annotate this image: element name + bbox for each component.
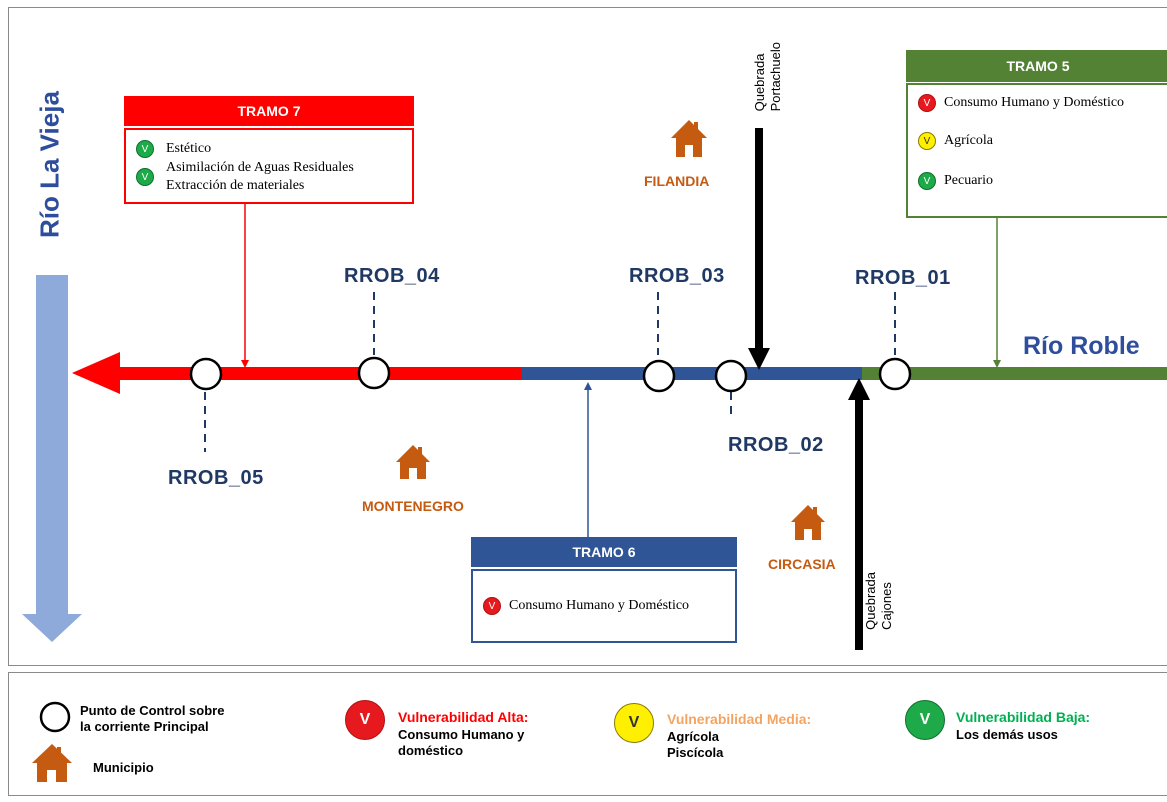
- tramo6-use-1: Consumo Humano y Doméstico: [509, 598, 690, 613]
- control-point-rrob02: [714, 359, 748, 393]
- rio-la-vieja-label: Río La Vieja: [34, 91, 65, 239]
- control-point-rrob05: [189, 357, 223, 391]
- badge-baja-icon: V: [918, 172, 936, 190]
- tramo7-box: V Estético V Asimilación de Aguas Residu…: [124, 128, 414, 204]
- portachuelo-arrowhead: [748, 348, 770, 370]
- legend: [8, 672, 1167, 796]
- legend-control-point-icon: [39, 701, 71, 733]
- legend-alta-icon: V: [345, 700, 385, 740]
- tramo5-header: TRAMO 5: [906, 50, 1167, 82]
- rio-la-vieja-arrowhead: [22, 614, 82, 642]
- tramo7-header: TRAMO 7: [124, 96, 414, 126]
- tramo7-river-segment: [118, 367, 522, 380]
- legend-baja-title: Vulnerabilidad Baja:: [956, 709, 1091, 725]
- control-point-rrob03: [642, 359, 676, 393]
- cajones-stream: [855, 398, 863, 650]
- portachuelo-stream: [755, 128, 763, 350]
- station-label-rrob01: RROB_01: [855, 267, 951, 289]
- legend-media-icon: V: [614, 703, 654, 743]
- rio-roble-arrowhead: [72, 352, 120, 394]
- badge-baja-icon: V: [136, 140, 154, 158]
- legend-baja-desc: Los demás usos: [956, 727, 1058, 742]
- legend-media-desc: Agrícola Piscícola: [667, 729, 724, 760]
- town-label-montenegro: MONTENEGRO: [362, 498, 464, 514]
- tramo5-use-2: Agrícola: [944, 133, 993, 148]
- tramo7-use-2: Asimilación de Aguas Residuales: [166, 160, 354, 175]
- control-point-rrob04: [357, 356, 391, 390]
- house-icon-filandia: [671, 120, 707, 157]
- tramo6-connector-head: [584, 382, 592, 390]
- badge-alta-icon: V: [483, 597, 501, 615]
- legend-control-point-label: Punto de Control sobre la corriente Prin…: [80, 703, 225, 734]
- legend-media-title: Vulnerabilidad Media:: [667, 711, 812, 727]
- badge-alta-icon: V: [918, 94, 936, 112]
- tramo7-connector-head: [241, 360, 249, 368]
- tramo6-header: TRAMO 6: [471, 537, 737, 567]
- tramo6-river-segment: [520, 367, 862, 380]
- tramo5-box: V Consumo Humano y Doméstico V Agrícola …: [906, 83, 1167, 218]
- station-label-rrob03: RROB_03: [629, 265, 725, 287]
- tramo5-use-3: Pecuario: [944, 173, 993, 188]
- rio-la-vieja-label-wrap: Río La Vieja: [30, 60, 70, 270]
- legend-alta-desc: Consumo Humano y doméstico: [398, 727, 525, 758]
- legend-municipio-label: Municipio: [93, 760, 154, 775]
- rio-la-vieja-arrow: [36, 275, 68, 615]
- house-icon-montenegro: [396, 445, 430, 479]
- tramo7-use-3: Extracción de materiales: [166, 178, 305, 193]
- tramo6-box: V Consumo Humano y Doméstico: [471, 569, 737, 643]
- town-label-circasia: CIRCASIA: [768, 556, 836, 572]
- tramo5-connector-head: [993, 360, 1001, 368]
- cajones-arrowhead: [848, 378, 870, 400]
- station-label-rrob02: RROB_02: [728, 434, 824, 456]
- tramo5-river-segment: [860, 367, 1167, 380]
- diagram-frame: [8, 7, 1167, 666]
- legend-baja-icon: V: [905, 700, 945, 740]
- control-point-rrob01: [878, 357, 912, 391]
- badge-media-icon: V: [918, 132, 936, 150]
- tramo7-use-1: Estético: [166, 141, 212, 156]
- station-label-rrob04: RROB_04: [344, 265, 440, 287]
- house-icon-circasia: [791, 505, 825, 540]
- legend-alta-title: Vulnerabilidad Alta:: [398, 709, 529, 725]
- rio-roble-label: Río Roble: [1023, 332, 1140, 360]
- tramo5-use-1: Consumo Humano y Doméstico: [944, 95, 1125, 110]
- house-icon-legend: [32, 744, 72, 782]
- town-label-filandia: FILANDIA: [644, 173, 710, 189]
- station-label-rrob05: RROB_05: [168, 467, 264, 489]
- badge-baja-icon: V: [136, 168, 154, 186]
